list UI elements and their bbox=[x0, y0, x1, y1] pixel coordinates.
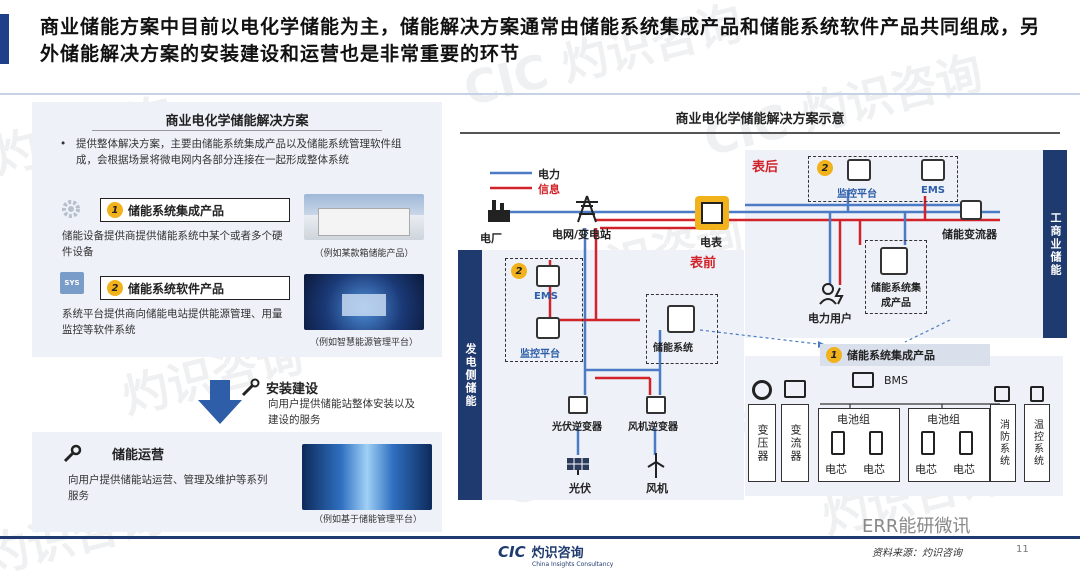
transformer-label: 变压器 bbox=[754, 424, 770, 463]
pv-label: 光伏 bbox=[569, 480, 591, 496]
thermal-system-label: 温控系统 bbox=[1030, 419, 1045, 467]
wind-turbine-icon bbox=[644, 452, 668, 482]
gen-side-software-box: 2 EMS 监控平台 bbox=[505, 258, 583, 362]
transformer-box: 变压器 bbox=[748, 404, 776, 482]
thermometer-icon bbox=[1030, 386, 1044, 402]
wind-inverter-label: 风机逆变器 bbox=[628, 418, 678, 433]
inverter-label: 变流器 bbox=[787, 424, 803, 463]
cluster-label: 电池组 bbox=[837, 411, 870, 427]
ems-icon bbox=[921, 159, 945, 181]
cell-label: 电芯 bbox=[915, 461, 937, 477]
meter-icon bbox=[695, 196, 729, 230]
logo-en: CIC bbox=[498, 543, 526, 561]
grid-label: 电网/变电站 bbox=[552, 226, 611, 242]
power-user-label: 电力用户 bbox=[808, 310, 852, 326]
battery-cluster-1: 电池组 电芯 电芯 bbox=[818, 408, 900, 482]
badge-2: 2 bbox=[511, 263, 527, 279]
ems-label: EMS bbox=[534, 291, 558, 302]
ess-integration-box: 储能系统集成产品 bbox=[865, 240, 927, 314]
wechat-watermark: ERR能研微讯 bbox=[862, 512, 970, 538]
page-number: 11 bbox=[1016, 544, 1029, 555]
monitor-platform-label: 监控平台 bbox=[520, 345, 560, 360]
bms-icon bbox=[852, 372, 874, 388]
monitor-icon bbox=[536, 317, 560, 339]
transformer-icon bbox=[752, 380, 772, 400]
ess-label: 储能系统 bbox=[653, 339, 693, 354]
legend-info: 信息 bbox=[538, 181, 560, 197]
logo-subtitle: China Insights Consultancy bbox=[532, 561, 613, 568]
ess-cabinet-icon bbox=[880, 247, 908, 275]
monitor-icon bbox=[847, 159, 871, 181]
detail-title: 储能系统集成产品 bbox=[847, 347, 935, 363]
power-plant-icon bbox=[486, 198, 512, 228]
battery-icon bbox=[921, 431, 935, 455]
inverter-box: 变流器 bbox=[781, 404, 809, 482]
badge-2: 2 bbox=[817, 160, 833, 176]
pylon-icon bbox=[572, 194, 602, 228]
logo-cn: 灼识咨询 bbox=[532, 542, 584, 561]
inverter-icon bbox=[784, 380, 806, 398]
meter-label: 电表 bbox=[700, 234, 722, 250]
wind-label: 风机 bbox=[646, 480, 668, 496]
gen-side-ess-box: 储能系统 bbox=[646, 294, 718, 364]
battery-cluster-2: 电池组 电芯 电芯 bbox=[908, 408, 990, 482]
monitor-platform-label: 监控平台 bbox=[837, 185, 877, 200]
behind-meter-software-box: 2 监控平台 EMS bbox=[808, 156, 958, 202]
pv-inverter-icon bbox=[568, 396, 588, 414]
detail-header: 1 储能系统集成产品 bbox=[820, 344, 990, 366]
legend-power: 电力 bbox=[538, 166, 560, 182]
front-meter-label: 表前 bbox=[690, 252, 716, 271]
converter-icon bbox=[960, 200, 982, 220]
cell-label: 电芯 bbox=[863, 461, 885, 477]
bms-label: BMS bbox=[884, 374, 908, 387]
behind-meter-label: 表后 bbox=[752, 156, 778, 175]
user-icon bbox=[818, 282, 848, 310]
ess-integration-label: 储能系统集成产品 bbox=[868, 279, 924, 309]
source-note: 资料来源：灼识咨询 bbox=[872, 544, 962, 559]
power-plant-label: 电厂 bbox=[480, 230, 502, 246]
lock-icon bbox=[994, 386, 1010, 402]
cell-label: 电芯 bbox=[825, 461, 847, 477]
fire-system-box: 消防系统 bbox=[990, 404, 1016, 482]
battery-icon bbox=[959, 431, 973, 455]
ess-cabinet-icon bbox=[667, 305, 695, 333]
cluster-label: 电池组 bbox=[927, 411, 960, 427]
cell-label: 电芯 bbox=[953, 461, 975, 477]
badge-1: 1 bbox=[826, 347, 842, 363]
ems-icon bbox=[536, 265, 560, 287]
converter-label: 储能变流器 bbox=[942, 226, 997, 242]
footer-logo: CIC 灼识咨询 bbox=[498, 542, 584, 561]
solar-panel-icon bbox=[565, 454, 591, 480]
wind-inverter-icon bbox=[646, 396, 666, 414]
ems-label: EMS bbox=[921, 185, 945, 196]
battery-icon bbox=[831, 431, 845, 455]
pv-inverter-label: 光伏逆变器 bbox=[552, 418, 602, 433]
thermal-system-box: 温控系统 bbox=[1024, 404, 1050, 482]
battery-icon bbox=[869, 431, 883, 455]
wechat-text: ERR能研微讯 bbox=[862, 516, 970, 537]
fire-system-label: 消防系统 bbox=[996, 419, 1011, 467]
